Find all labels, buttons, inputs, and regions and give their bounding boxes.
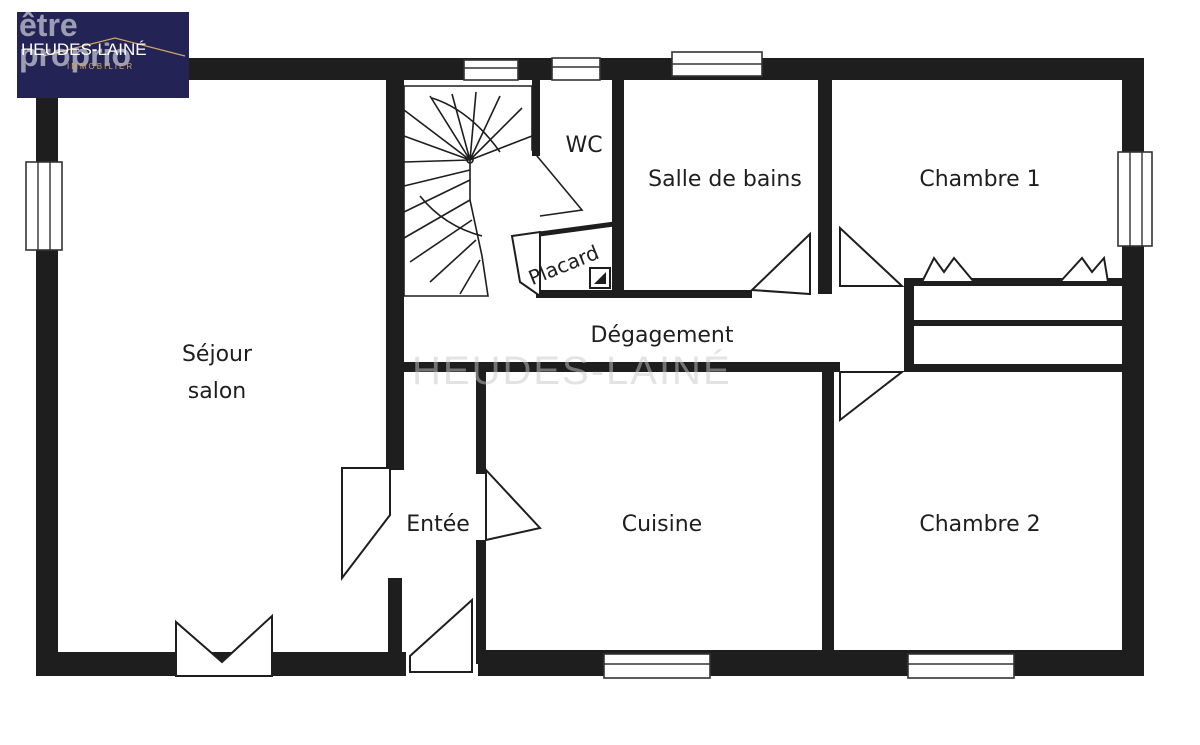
room-label-salle-de-bains: Salle de bains [648, 167, 802, 192]
doors [175, 225, 1110, 677]
agency-logo: être proprio HEUDES-LAINÉ IMMOBILIER [17, 12, 189, 98]
logo-subtitle: IMMOBILIER [67, 62, 135, 71]
room-label-wc: WC [565, 133, 602, 158]
logo-etre-proprio: être proprio [19, 12, 131, 73]
room-label-salon: salon [188, 379, 246, 404]
interior-walls [386, 78, 1122, 672]
watermark-text: HEUDES-LAINÉ [412, 348, 732, 393]
room-label-chambre-2: Chambre 2 [919, 512, 1040, 537]
room-label-chambre-1: Chambre 1 [919, 167, 1040, 192]
room-labels: Séjour salon WC Salle de bains Chambre 1… [182, 133, 1041, 537]
room-label-sejour: Séjour [182, 342, 253, 367]
staircase [403, 85, 611, 297]
windows [25, 51, 1153, 679]
logo-proprio-text: proprio [19, 37, 131, 73]
room-label-degagement: Dégagement [591, 323, 734, 348]
room-label-entree: Entée [406, 512, 470, 537]
logo-etre-text: être [19, 12, 78, 43]
room-label-cuisine: Cuisine [622, 512, 702, 537]
logo-brand-name: HEUDES-LAINÉ [21, 40, 147, 59]
house-roof-icon [42, 37, 186, 57]
